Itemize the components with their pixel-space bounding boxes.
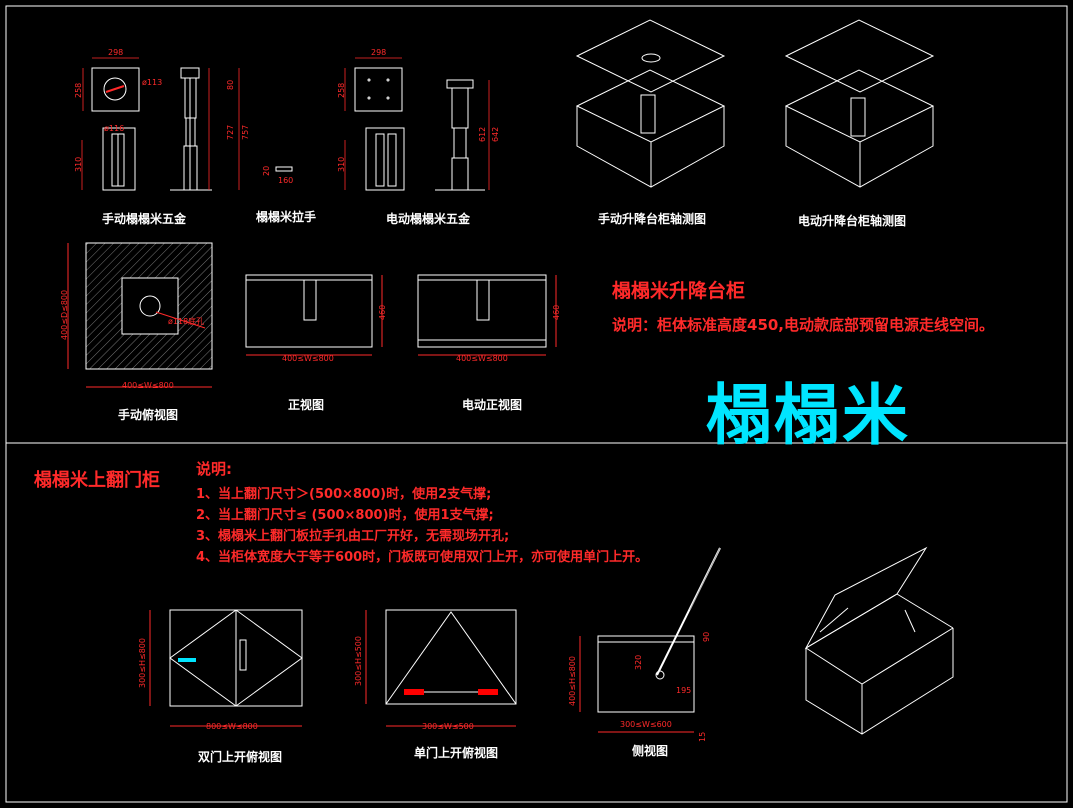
dim-label: ø118底孔 — [168, 317, 205, 326]
label-electric-axonometric: 电动升降台柜轴测图 — [798, 214, 907, 228]
drawing-frame — [5, 5, 1068, 803]
label-single-door-top-view: 单门上开俯视图 — [414, 746, 499, 760]
dim-label: 400≤H≤800 — [568, 656, 577, 706]
dim-label: 300≤H≤500 — [354, 636, 363, 686]
electric-hardware-drawing — [354, 67, 485, 191]
dim-label: 400≤D≤800 — [60, 289, 69, 340]
label-manual-top-view: 手动俯视图 — [118, 408, 179, 422]
label-double-door-top-view: 双门上开俯视图 — [198, 750, 283, 764]
manual-hardware-dims — [81, 57, 240, 190]
label-front-view: 正视图 — [288, 398, 325, 412]
note-item: 3、榻榻米上翻门板拉手孔由工厂开好，无需现场开孔; — [196, 529, 510, 544]
note-item: 4、当柜体宽度大于等于600时，门板既可使用双门上开，亦可使用单门上开。 — [196, 550, 649, 565]
electric-lift-axonometric — [784, 19, 935, 188]
section1-description: 说明：柜体标准高度450,电动款底部预留电源走线空间。 — [612, 316, 995, 334]
manual-top-view — [67, 242, 213, 388]
dim-label: 400≤W≤800 — [456, 354, 508, 363]
dim-label: 460 — [552, 304, 561, 320]
electric-front-view — [417, 274, 557, 356]
dim-label: 15 — [698, 731, 707, 742]
label-electric-hardware: 电动榻榻米五金 — [386, 212, 471, 226]
dim-label: 298 — [108, 48, 124, 57]
dim-label: 400≤W≤800 — [282, 354, 334, 363]
double-door-top-view — [149, 609, 303, 727]
label-manual-axonometric: 手动升降台柜轴测图 — [598, 212, 707, 226]
dim-label: 80 — [226, 79, 235, 90]
dim-label: 727 — [226, 124, 235, 140]
dim-label: 400≤W≤800 — [122, 381, 174, 390]
handle-drawing — [275, 166, 293, 172]
flip-up-axonometric — [804, 546, 954, 735]
note-item: 2、当上翻门尺寸≤ (500×800)时，使用1支气撑; — [196, 508, 494, 523]
dim-label: ø116 — [104, 124, 125, 133]
notes-heading: 说明: — [196, 460, 232, 478]
dim-label: 310 — [337, 156, 346, 172]
electric-hardware-dims — [344, 57, 490, 190]
dim-label: 300≤W≤600 — [620, 720, 672, 729]
manual-hardware-drawing — [91, 67, 212, 191]
dim-label: 300≤W≤500 — [422, 722, 474, 731]
dim-label: 800≤W≤800 — [206, 722, 258, 731]
dim-label: 612 — [478, 126, 487, 142]
brand-text: 榻榻米 — [706, 377, 910, 454]
dim-label: 298 — [371, 48, 387, 57]
side-view — [579, 547, 721, 733]
dim-label: 320 — [634, 654, 643, 670]
section1-title: 榻榻米升降台柜 — [612, 280, 746, 302]
notes-list: 1、当上翻门尺寸＞(500×800)时，使用2支气撑; 2、当上翻门尺寸≤ (5… — [196, 484, 648, 568]
dim-label: 20 — [262, 165, 271, 176]
dim-label: 258 — [74, 82, 83, 98]
label-manual-hardware: 手动榻榻米五金 — [102, 212, 187, 226]
front-view — [245, 274, 383, 356]
note-item: 1、当上翻门尺寸＞(500×800)时，使用2支气撑; — [196, 487, 492, 502]
dim-label: 90 — [702, 631, 711, 642]
dim-label: 757 — [241, 124, 250, 140]
label-handle: 榻榻米拉手 — [256, 210, 317, 224]
dim-label: 310 — [74, 156, 83, 172]
dim-label: ø113 — [142, 78, 163, 87]
dim-label: 460 — [378, 304, 387, 320]
label-electric-front-view: 电动正视图 — [462, 398, 523, 412]
dim-label: 195 — [676, 686, 692, 695]
section2-title: 榻榻米上翻门柜 — [34, 470, 160, 491]
dim-label: 642 — [491, 126, 500, 142]
single-door-top-view — [365, 609, 517, 727]
dim-label: 300≤H≤800 — [138, 638, 147, 688]
manual-lift-axonometric — [575, 19, 726, 188]
label-side-view: 侧视图 — [632, 744, 669, 758]
dim-label: 160 — [278, 176, 294, 185]
dim-label: 258 — [337, 82, 346, 98]
